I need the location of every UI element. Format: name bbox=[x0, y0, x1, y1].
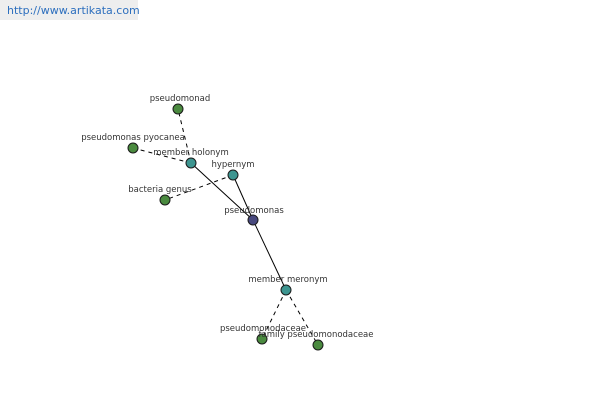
label-bacteria-genus: bacteria genus bbox=[128, 185, 192, 195]
node-pseudomonas-pyocanea[interactable] bbox=[127, 142, 139, 154]
edge-center-member-holonym bbox=[190, 162, 254, 221]
node-member-meronym[interactable] bbox=[280, 284, 292, 296]
node-pseudomonodaceae[interactable] bbox=[256, 333, 268, 345]
watermark-bar: http://www.artikata.com bbox=[0, 0, 140, 20]
edge-member-holonym-pseudomonas-pyocanea bbox=[132, 147, 192, 164]
edge-center-hypernym bbox=[232, 174, 254, 221]
node-bacteria-genus[interactable] bbox=[159, 194, 171, 206]
node-hypernym[interactable] bbox=[227, 169, 239, 181]
edge-member-meronym-pseudomonodaceae bbox=[261, 289, 287, 340]
edge-member-holonym-pseudomonad bbox=[177, 108, 192, 164]
label-pseudomonas-pyocanea: pseudomonas pyocanea bbox=[81, 133, 185, 143]
label-pseudomonas: pseudomonas bbox=[224, 206, 284, 216]
label-pseudomonodaceae: pseudomonodaceae bbox=[220, 324, 306, 334]
nodes bbox=[127, 103, 324, 351]
label-hypernym: hypernym bbox=[211, 160, 254, 170]
edges bbox=[132, 108, 319, 346]
label-member-meronym: member meronym bbox=[248, 275, 327, 285]
labels: pseudomonad pseudomonas pyocanea member … bbox=[81, 94, 373, 340]
label-pseudomonad: pseudomonad bbox=[150, 94, 211, 104]
node-pseudomonas[interactable] bbox=[247, 214, 259, 226]
label-family-pseudomonodaceae: family pseudomonodaceae bbox=[259, 330, 374, 340]
edge-center-member-meronym bbox=[252, 219, 287, 291]
node-pseudomonad[interactable] bbox=[172, 103, 184, 115]
label-member-holonym: member holonym bbox=[153, 148, 228, 158]
edge-member-meronym-family-pseudomonodaceae bbox=[285, 289, 319, 346]
watermark-url: http://www.artikata.com bbox=[7, 4, 140, 17]
node-member-holonym[interactable] bbox=[185, 157, 197, 169]
node-family-pseudomonodaceae[interactable] bbox=[312, 339, 324, 351]
